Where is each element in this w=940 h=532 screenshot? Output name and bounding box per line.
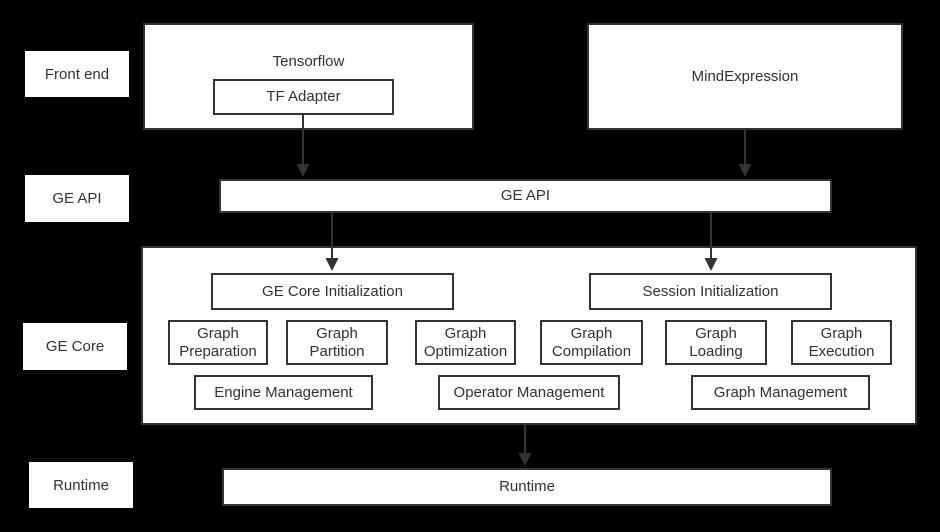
module-label-line: Optimization bbox=[423, 342, 508, 360]
mindexpression-box: MindExpression bbox=[587, 23, 903, 130]
graph-loading-box: Graph Loading bbox=[665, 320, 767, 365]
arrow-ge-core-to-runtime bbox=[518, 425, 532, 466]
graph-preparation-box: Graph Preparation bbox=[168, 320, 268, 365]
graph-optimization-box: Graph Optimization bbox=[415, 320, 516, 365]
row-label-ge-core: GE Core bbox=[23, 323, 127, 370]
tf-adapter-box: TF Adapter bbox=[213, 79, 394, 115]
row-label-ge-api: GE API bbox=[25, 175, 129, 222]
module-label-line: Graph bbox=[570, 324, 613, 342]
row-label-runtime: Runtime bbox=[29, 462, 133, 508]
ge-api-bar: GE API bbox=[219, 179, 832, 213]
module-label-line: Graph bbox=[695, 324, 737, 342]
graph-management-box: Graph Management bbox=[691, 375, 870, 410]
row-label-front-end: Front end bbox=[25, 51, 129, 97]
module-label-line: Graph bbox=[444, 324, 487, 342]
tensorflow-title: Tensorflow bbox=[272, 53, 345, 70]
session-initialization-box: Session Initialization bbox=[589, 273, 832, 310]
module-label-line: Preparation bbox=[179, 342, 257, 360]
module-label-line: Graph bbox=[820, 324, 863, 342]
operator-management-box: Operator Management bbox=[438, 375, 620, 410]
module-label-line: Graph bbox=[197, 324, 239, 342]
runtime-bar: Runtime bbox=[222, 468, 832, 506]
module-label-line: Partition bbox=[309, 342, 365, 360]
module-label-line: Graph bbox=[316, 324, 358, 342]
ge-core-initialization-box: GE Core Initialization bbox=[211, 273, 454, 310]
arrow-mindexpression-to-ge-api bbox=[738, 130, 752, 177]
graph-execution-box: Graph Execution bbox=[791, 320, 892, 365]
graph-compilation-box: Graph Compilation bbox=[540, 320, 643, 365]
module-label-line: Execution bbox=[808, 342, 875, 360]
module-label-line: Loading bbox=[689, 342, 743, 360]
graph-partition-box: Graph Partition bbox=[286, 320, 388, 365]
module-label-line: Compilation bbox=[551, 342, 632, 360]
engine-management-box: Engine Management bbox=[194, 375, 373, 410]
